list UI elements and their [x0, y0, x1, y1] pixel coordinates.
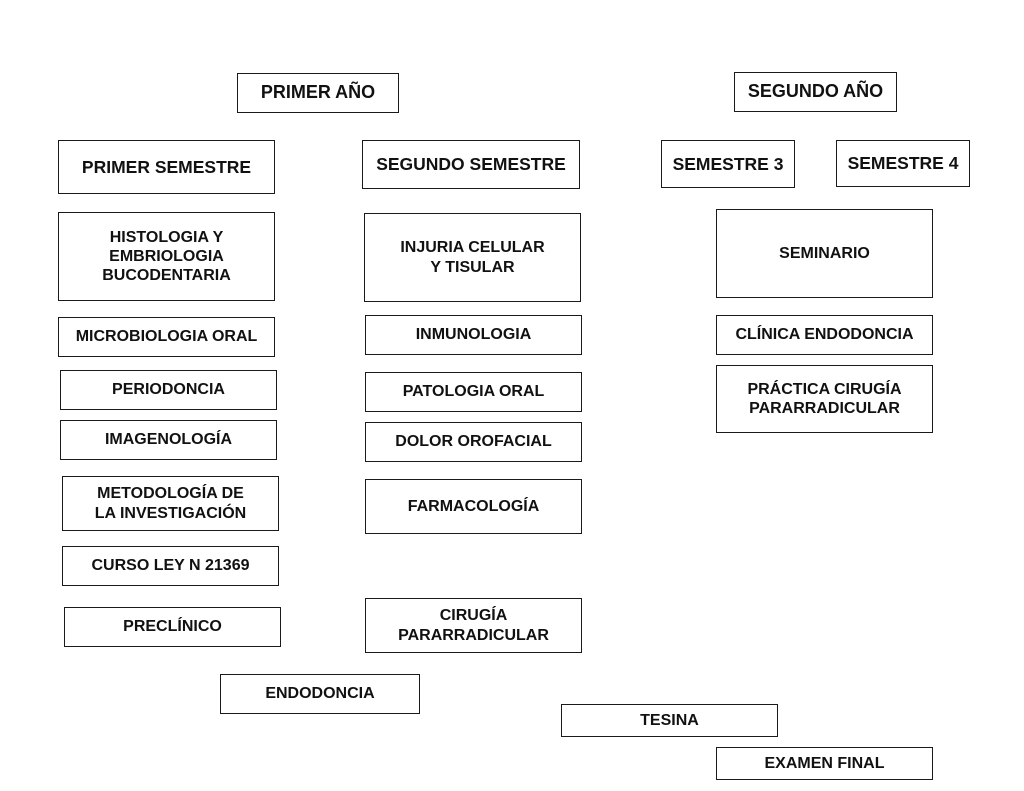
- course-cirugia: CIRUGÍA PARARRADICULAR: [365, 598, 582, 653]
- capstone-tesina: TESINA: [561, 704, 778, 737]
- course-periodoncia: PERIODONCIA: [60, 370, 277, 410]
- year-header-first: PRIMER AÑO: [237, 73, 399, 113]
- course-microbiologia: MICROBIOLOGIA ORAL: [58, 317, 275, 357]
- year-header-second: SEGUNDO AÑO: [734, 72, 897, 112]
- semester-header-4: SEMESTRE 4: [836, 140, 970, 187]
- course-practica-cirugia: PRÁCTICA CIRUGÍA PARARRADICULAR: [716, 365, 933, 433]
- capstone-endodoncia: ENDODONCIA: [220, 674, 420, 714]
- course-inmunologia: INMUNOLOGIA: [365, 315, 582, 355]
- capstone-examen-final: EXAMEN FINAL: [716, 747, 933, 780]
- course-clinica-endodoncia: CLÍNICA ENDODONCIA: [716, 315, 933, 355]
- course-histologia: HISTOLOGIA Y EMBRIOLOGIA BUCODENTARIA: [58, 212, 275, 301]
- course-dolor: DOLOR OROFACIAL: [365, 422, 582, 462]
- course-patologia: PATOLOGIA ORAL: [365, 372, 582, 412]
- semester-header-1: PRIMER SEMESTRE: [58, 140, 275, 194]
- semester-header-3: SEMESTRE 3: [661, 140, 795, 188]
- course-injuria: INJURIA CELULAR Y TISULAR: [364, 213, 581, 302]
- course-curso-ley: CURSO LEY N 21369: [62, 546, 279, 586]
- course-imagenologia: IMAGENOLOGÍA: [60, 420, 277, 460]
- course-farmacologia: FARMACOLOGÍA: [365, 479, 582, 534]
- course-preclinico: PRECLÍNICO: [64, 607, 281, 647]
- course-seminario: SEMINARIO: [716, 209, 933, 298]
- semester-header-2: SEGUNDO SEMESTRE: [362, 140, 580, 189]
- course-metodologia: METODOLOGÍA DE LA INVESTIGACIÓN: [62, 476, 279, 531]
